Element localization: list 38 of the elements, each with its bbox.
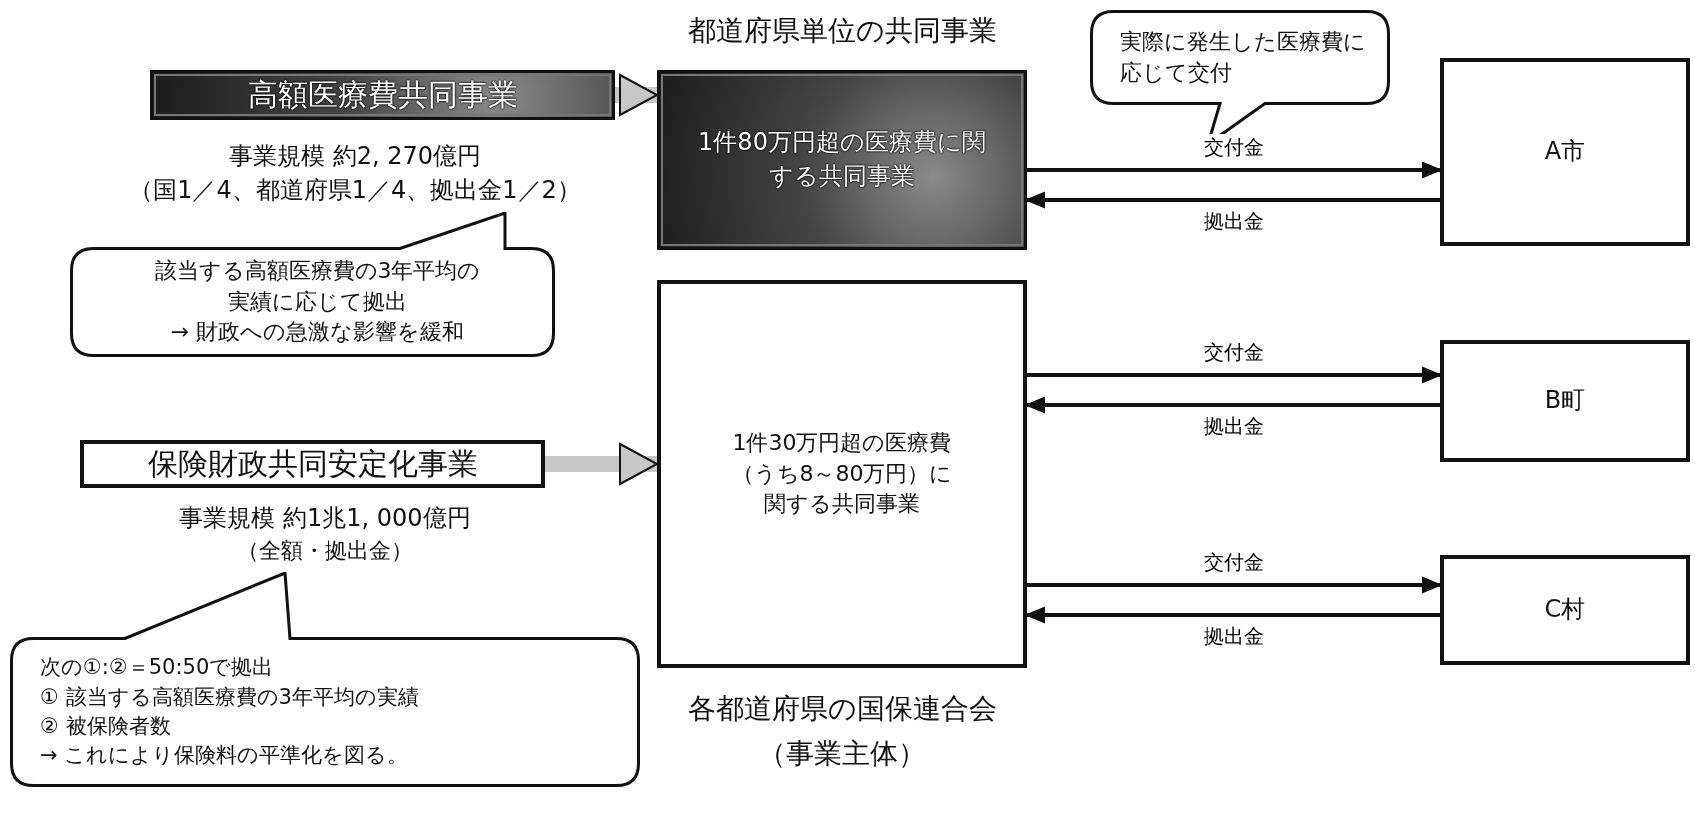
node-text: B町	[1544, 385, 1586, 417]
node-text: ② 被保険者数	[40, 713, 171, 740]
municipality-box	[1440, 58, 1690, 246]
block-arrow	[615, 74, 658, 116]
title-box	[150, 70, 615, 120]
municipality-box	[1440, 555, 1690, 665]
caption-text: （全額・拠出金）	[237, 537, 413, 565]
node-text: 1件30万円超の医療費（うち8～80万円）に関する共同事業	[730, 428, 954, 519]
arrow	[1027, 577, 1441, 593]
municipality-box	[1440, 340, 1690, 462]
arrow	[1026, 192, 1440, 208]
caption-text: 事業規模 約1兆1, 000億円	[179, 503, 471, 534]
process-box	[657, 70, 1027, 250]
caption-text: 各都道府県の国保連合会	[687, 691, 997, 727]
arrow	[1026, 607, 1440, 623]
process-box	[657, 280, 1027, 668]
node-text: 1件80万円超の医療費に関する共同事業	[697, 127, 987, 192]
title-text: 高額医療費共同事業	[247, 76, 518, 114]
callout-bubble	[70, 212, 555, 357]
node-text: A市	[1544, 136, 1586, 168]
caption-text: （国1／4、都道府県1／4、拠出金1／2）	[129, 175, 581, 206]
arrow	[1026, 397, 1440, 413]
caption-text: 事業規模 約2, 270億円	[229, 141, 481, 172]
title-box	[80, 440, 545, 488]
callout-bubble	[10, 572, 640, 787]
node-text: → 財政への急激な影響を緩和	[170, 318, 465, 347]
title-text: 保険財政共同安定化事業	[147, 445, 478, 483]
caption-text: 都道府県単位の共同事業	[687, 13, 997, 49]
node-text: → これにより保険料の平準化を図る。	[40, 742, 409, 770]
node-text: ① 該当する高額医療費の3年平均の実績	[40, 683, 419, 711]
node-text: C村	[1544, 594, 1586, 626]
node-text: 実際に発生した医療費に応じて交付	[1120, 27, 1367, 87]
node-text: 次の①:②＝50:50で拠出	[40, 654, 274, 682]
arrow	[1027, 367, 1441, 383]
node-text: 該当する高額医療費の3年平均の実績に応じて拠出	[153, 256, 482, 316]
arrow	[1027, 162, 1441, 178]
block-arrow	[545, 443, 658, 485]
caption-text: （事業主体）	[758, 736, 926, 772]
